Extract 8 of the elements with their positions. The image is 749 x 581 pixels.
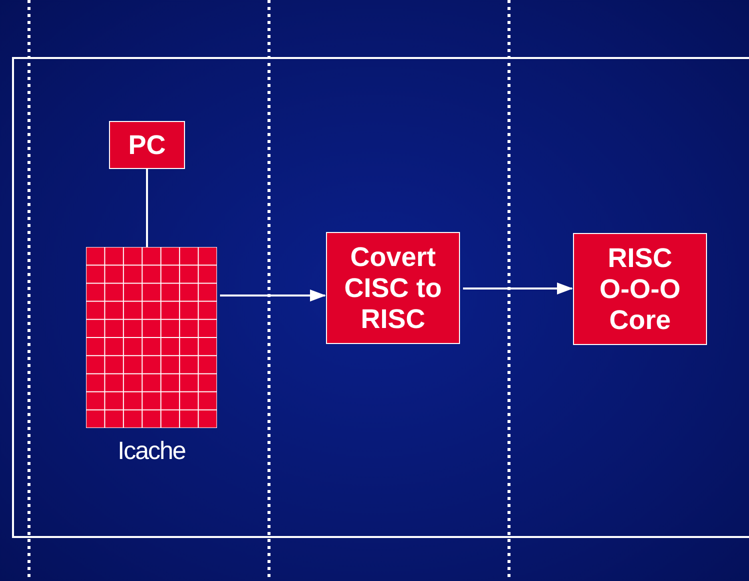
arrow (463, 282, 573, 294)
process-box: PC (109, 121, 185, 169)
process-box: RISC O-O-O Core (573, 233, 707, 345)
process-box: Covert CISC to RISC (326, 232, 460, 344)
arrow (220, 290, 326, 302)
connector-line (146, 169, 148, 247)
frame-box (12, 57, 749, 538)
node-label: Icache (118, 436, 186, 466)
